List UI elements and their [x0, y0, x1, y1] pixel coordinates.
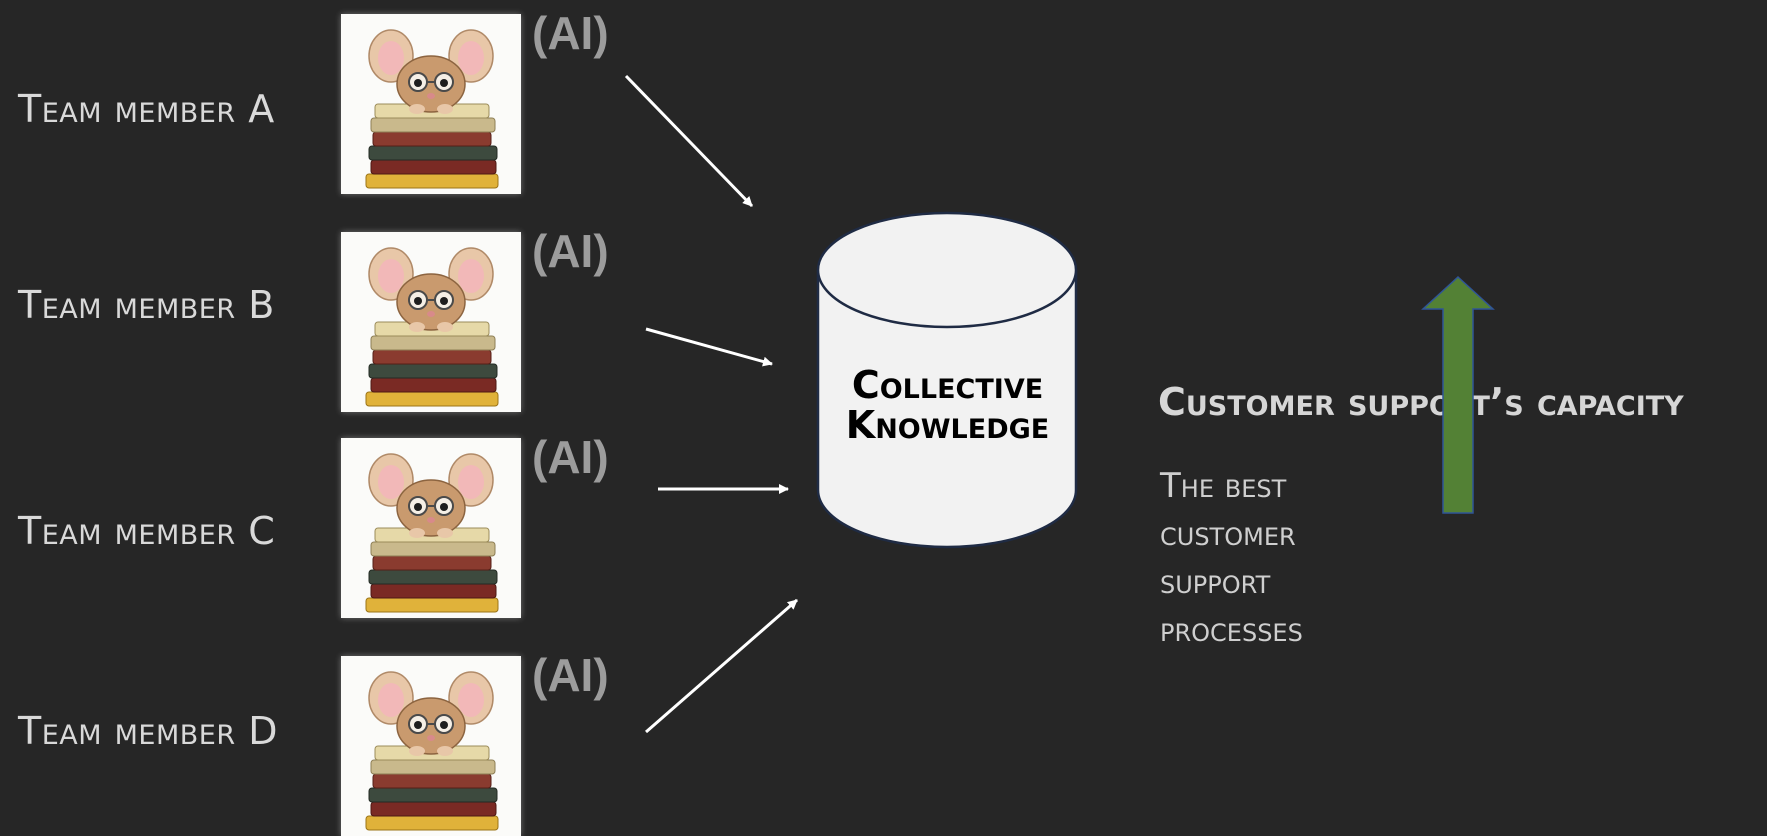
- member-label-c: Team member C: [18, 509, 276, 553]
- ai-badge-c: (AI): [532, 431, 609, 483]
- mouse-on-books-icon: [341, 438, 521, 618]
- mouse-on-books-icon: [341, 14, 521, 194]
- hub-line-2: Knowledge: [845, 403, 1050, 447]
- ai-badge-b: (AI): [532, 225, 609, 277]
- ai-badge-a: (AI): [532, 7, 609, 59]
- arrow-b: [645, 327, 773, 367]
- up-arrow-icon: [1421, 275, 1495, 514]
- processes-text: The best customer support processes: [1160, 466, 1303, 650]
- database-cylinder-icon: [816, 211, 1078, 549]
- capacity-title: Customer support’s capacity: [1158, 380, 1684, 424]
- arrow-d: [645, 598, 798, 734]
- collective-knowledge-label: Collective Knowledge: [815, 365, 1080, 445]
- member-label-a: Team member A: [18, 87, 275, 131]
- member-label-b: Team member B: [18, 283, 275, 327]
- mouse-on-books-icon: [341, 232, 521, 412]
- ai-badge-d: (AI): [532, 649, 609, 701]
- arrow-a: [624, 74, 754, 208]
- member-label-d: Team member D: [18, 709, 278, 753]
- mouse-on-books-icon: [341, 656, 521, 836]
- hub-line-1: Collective: [851, 363, 1044, 407]
